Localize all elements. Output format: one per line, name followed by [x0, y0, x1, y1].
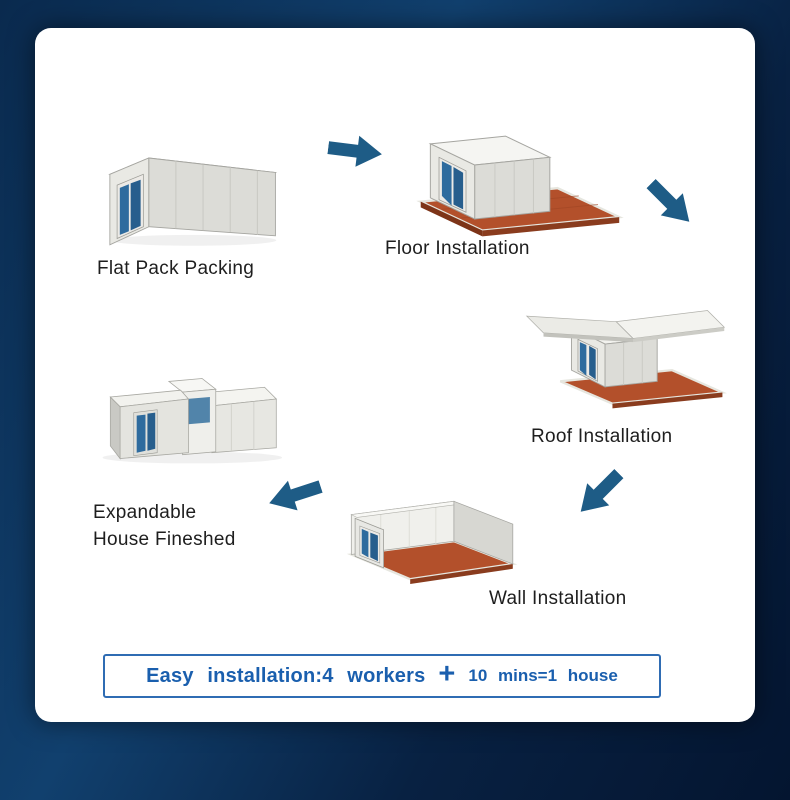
step-label-roof-installation: Roof Installation [531, 426, 673, 447]
expandable-house-label-line2: House Fineshed [93, 528, 236, 550]
floor-installation-icon [416, 135, 624, 237]
plus-icon: + [438, 658, 456, 690]
step-label-wall-installation: Wall Installation [489, 588, 627, 609]
diagram-card: Flat Pack Packing Floor Installation [35, 28, 755, 722]
expandable-house-illustration [83, 358, 288, 475]
arrow-left-icon [263, 470, 326, 519]
roof-installation-illustration [523, 290, 728, 411]
wall-installation-illustration [338, 488, 528, 593]
expandable-house-icon [102, 378, 283, 464]
footer-text-workers: Easy installation:4 workers [146, 664, 426, 687]
flat-pack-illustration [99, 120, 289, 247]
arrow-down-right-icon [639, 172, 702, 235]
floor-installation-illustration [413, 113, 625, 238]
arrow-down-left-icon [568, 462, 631, 525]
flat-pack-house-icon [108, 157, 278, 246]
step-label-flat-pack: Flat Pack Packing [97, 258, 255, 279]
arrow-right-icon [326, 131, 385, 171]
wall-installation-icon [346, 500, 518, 584]
footer-text-time: 10 mins=1 house [468, 666, 618, 685]
step-label-floor-installation: Floor Installation [385, 238, 530, 259]
step-label-expandable-house: Expandable House Fineshed [93, 500, 283, 554]
expandable-house-label-line1: Expandable [93, 502, 197, 523]
footer-banner: Easy installation:4 workers + 10 mins=1 … [103, 654, 661, 698]
roof-installation-icon [525, 310, 727, 409]
